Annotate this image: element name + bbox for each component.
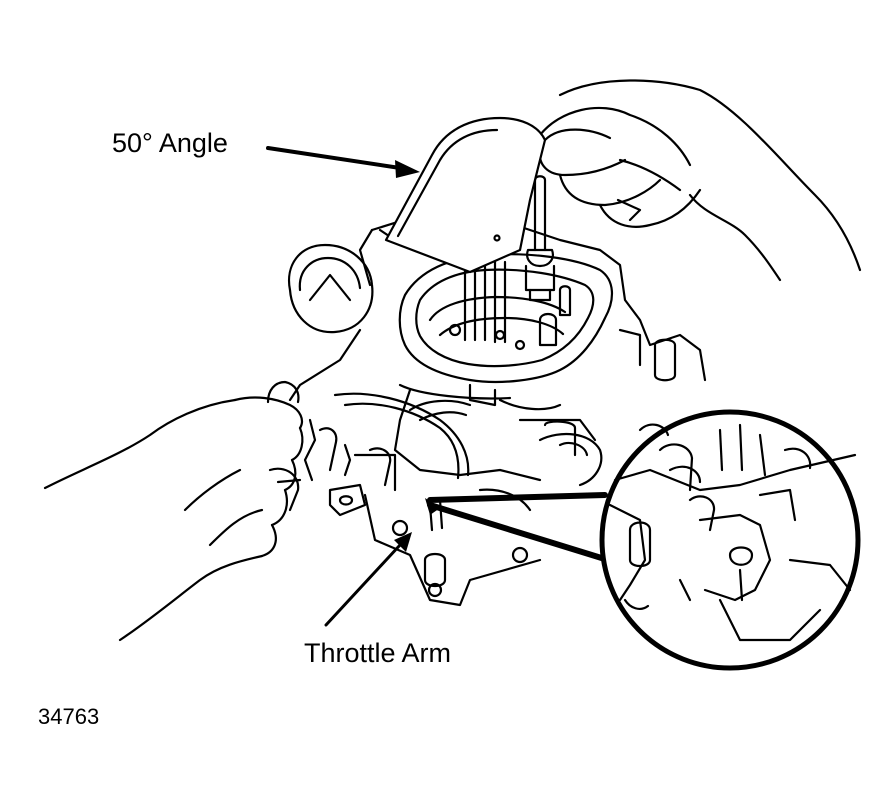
throttle-arm-label: Throttle Arm xyxy=(304,638,452,668)
throttle-arrow-head xyxy=(394,532,412,552)
left-hand-drawing xyxy=(43,380,304,642)
upper-hand-drawing xyxy=(538,79,862,282)
angle-callout-arrow xyxy=(266,146,402,170)
connector-tip xyxy=(425,498,440,515)
angle-gauge-drawing xyxy=(384,116,547,274)
angle-arrow-head xyxy=(395,160,420,178)
angle-label: 50° Angle xyxy=(112,128,228,158)
magnifier-connector xyxy=(427,492,611,563)
figure-number: 34763 xyxy=(38,704,100,729)
magnified-inset xyxy=(599,409,861,671)
throttle-callout-arrow xyxy=(324,543,402,627)
carburetor-body-drawing xyxy=(268,175,707,607)
